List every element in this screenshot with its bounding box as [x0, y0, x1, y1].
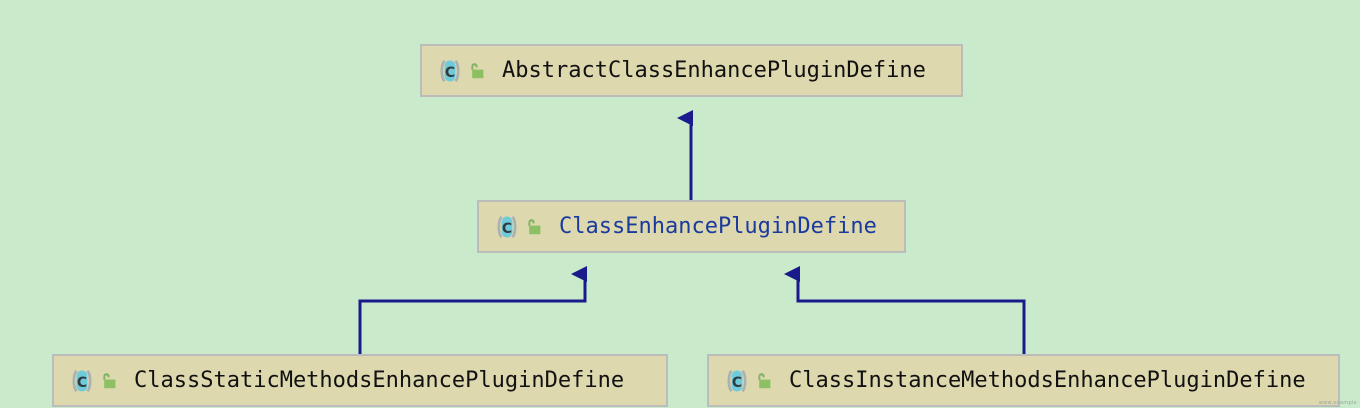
node-icons: C — [68, 366, 118, 396]
node-icons: C — [723, 366, 773, 396]
node-icons: C — [436, 56, 486, 86]
class-node-class-instance-methods-enhance-plugin-define[interactable]: C ClassInstanceMethodsEnhancePluginDefin… — [707, 354, 1340, 407]
node-icons: C — [493, 212, 543, 242]
public-unlocked-icon — [471, 62, 484, 78]
class-node-class-enhance-plugin-define[interactable]: C ClassEnhancePluginDefine — [477, 200, 906, 253]
svg-text:C: C — [445, 65, 455, 81]
class-node-label: ClassEnhancePluginDefine — [559, 213, 877, 239]
class-icon: C — [497, 215, 517, 238]
class-icon: C — [72, 369, 92, 392]
svg-text:C: C — [77, 375, 87, 391]
class-node-label: AbstractClassEnhancePluginDefine — [502, 57, 926, 83]
watermark: www.example — [1318, 400, 1357, 406]
class-node-label: ClassStaticMethodsEnhancePluginDefine — [134, 367, 625, 393]
class-icon: C — [727, 369, 747, 392]
public-unlocked-icon — [758, 372, 771, 388]
public-unlocked-icon — [528, 218, 541, 234]
svg-text:C: C — [502, 221, 512, 237]
class-icon: C — [440, 59, 460, 82]
class-node-label: ClassInstanceMethodsEnhancePluginDefine — [789, 367, 1306, 393]
public-unlocked-icon — [103, 372, 116, 388]
svg-text:C: C — [732, 375, 742, 391]
class-node-abstract-class-enhance-plugin-define[interactable]: C AbstractClassEnhancePluginDefine — [420, 44, 963, 97]
edge-instance-methods-to-class-enhance — [784, 266, 1026, 354]
class-node-class-static-methods-enhance-plugin-define[interactable]: C ClassStaticMethodsEnhancePluginDefine — [52, 354, 668, 407]
edge-static-methods-to-class-enhance — [358, 266, 587, 354]
